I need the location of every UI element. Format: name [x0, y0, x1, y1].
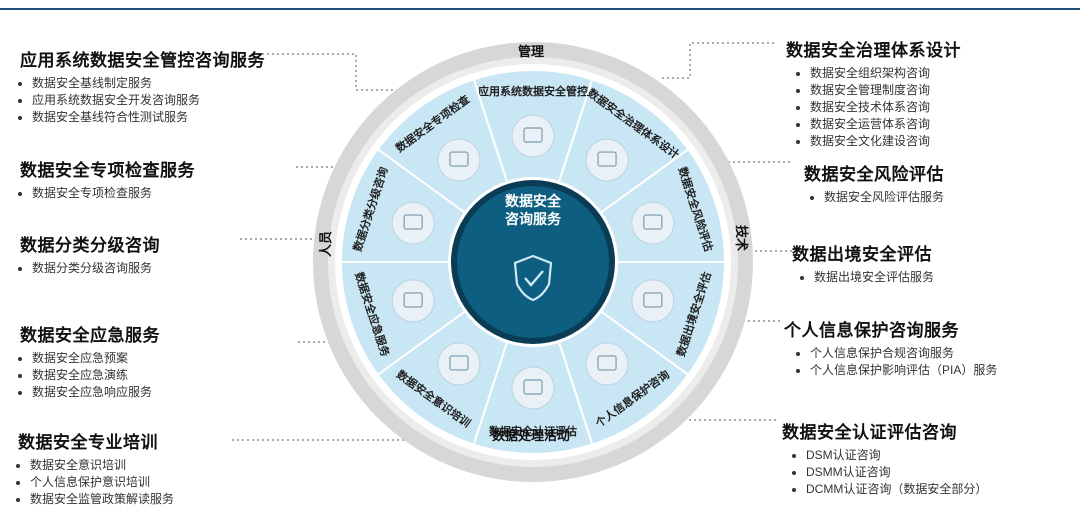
list-item: 个人信息保护影响评估（PIA）服务	[810, 362, 997, 379]
ring-label-top: 管理	[518, 44, 544, 59]
segment-divider	[377, 310, 466, 376]
block-title: 数据安全专业培训	[18, 433, 158, 452]
block-training: 数据安全专业培训 数据安全意识培训 个人信息保护意识培训 数据安全监管政策解读服…	[18, 428, 174, 508]
ring-label-bottom: 数据处理活动	[492, 428, 570, 443]
target-icon	[391, 279, 435, 323]
block-title: 数据出境安全评估	[792, 245, 932, 264]
block-app-data-control: 应用系统数据安全管控咨询服务 数据安全基线制定服务 应用系统数据安全开发咨询服务…	[20, 46, 265, 126]
block-special-inspection: 数据安全专项检查服务 数据安全专项检查服务	[20, 156, 195, 202]
segment-divider	[472, 341, 508, 445]
block-title: 应用系统数据安全管控咨询服务	[20, 51, 265, 70]
list-item: 数据安全基线制定服务	[32, 75, 265, 92]
segment-icon-glyph	[597, 355, 617, 371]
list-item: 数据安全组织架构咨询	[810, 65, 961, 82]
list-item: 个人信息保护意识培训	[30, 474, 174, 491]
segment-icon-glyph	[523, 379, 543, 395]
list-item: DSMM认证咨询	[806, 464, 987, 481]
list-item: 数据安全意识培训	[30, 457, 174, 474]
list-item: DCMM认证咨询（数据安全部分）	[806, 481, 987, 498]
block-personal-info: 个人信息保护咨询服务 个人信息保护合规咨询服务 个人信息保护影响评估（PIA）服…	[784, 316, 997, 379]
segment-ring: 应用系统数据安全管控数据安全治理体系设计数据安全风险评估数据出境安全评估个人信息…	[339, 69, 727, 455]
block-title: 数据安全应急服务	[20, 326, 160, 345]
segment-divider	[600, 148, 689, 214]
center-disc	[457, 186, 609, 338]
face-scan-icon	[585, 342, 629, 386]
gear-network-icon	[585, 138, 629, 182]
list-item: 数据分类分级咨询服务	[32, 260, 160, 277]
list-item: 数据安全风险评估服务	[824, 189, 944, 206]
segment-icon-glyph	[523, 127, 543, 143]
segment-icon-glyph	[643, 292, 663, 308]
list-item: 数据安全监管政策解读服务	[30, 491, 174, 508]
segment-icon-glyph	[403, 292, 423, 308]
ring-label-left: 人员	[318, 231, 333, 257]
segment-divider	[558, 341, 594, 445]
segment-icon-glyph	[449, 151, 469, 167]
list-item: 数据安全技术体系咨询	[810, 99, 961, 116]
header-rule	[0, 8, 1080, 10]
block-title: 个人信息保护咨询服务	[784, 321, 959, 340]
segment-icon-glyph	[597, 151, 617, 167]
block-governance-design: 数据安全治理体系设计 数据安全组织架构咨询 数据安全管理制度咨询 数据安全技术体…	[786, 36, 961, 150]
list-item: 应用系统数据安全开发咨询服务	[32, 92, 265, 109]
block-emergency: 数据安全应急服务 数据安全应急预案 数据安全应急演练 数据安全应急响应服务	[20, 321, 160, 401]
segment-divider	[377, 148, 466, 214]
segment-divider	[558, 79, 594, 183]
list-item: 数据出境安全评估服务	[814, 269, 934, 286]
block-cross-border: 数据出境安全评估 数据出境安全评估服务	[792, 240, 934, 286]
building-icon	[631, 201, 675, 245]
list-item: 数据安全应急演练	[32, 367, 160, 384]
wheel-segment	[376, 78, 509, 215]
ring-label-right: 技术	[734, 225, 749, 251]
list-item: 数据安全基线符合性测试服务	[32, 109, 265, 126]
monitor-icon	[437, 138, 481, 182]
block-title: 数据安全风险评估	[804, 165, 944, 184]
block-title: 数据安全治理体系设计	[786, 41, 961, 60]
block-certification: 数据安全认证评估咨询 DSM认证咨询 DSMM认证咨询 DCMM认证咨询（数据安…	[782, 418, 987, 498]
list-item: 数据安全应急响应服务	[32, 384, 160, 401]
growth-chart-icon	[511, 114, 555, 158]
block-title: 数据安全专项检查服务	[20, 161, 195, 180]
lock-screen-icon	[511, 366, 555, 410]
list-item: DSM认证咨询	[806, 447, 987, 464]
segment-label: 应用系统数据安全管控	[478, 84, 588, 98]
passport-icon	[631, 279, 675, 323]
cloud-lock-icon	[437, 342, 481, 386]
block-risk-assessment: 数据安全风险评估 数据安全风险评估服务	[804, 160, 944, 206]
list-item: 数据安全运营体系咨询	[810, 116, 961, 133]
block-title: 数据分类分级咨询	[20, 236, 160, 255]
segment-label: 数据安全认证评估	[489, 424, 577, 438]
segment-divider	[600, 310, 689, 376]
block-title: 数据安全认证评估咨询	[782, 423, 957, 442]
gear-sync-icon	[391, 201, 435, 245]
center-title-line2: 咨询服务	[505, 211, 562, 227]
shield-check-icon	[513, 254, 553, 302]
segment-icon-glyph	[449, 355, 469, 371]
list-item: 数据安全文化建设咨询	[810, 133, 961, 150]
segment-icon-glyph	[643, 214, 663, 230]
block-classification: 数据分类分级咨询 数据分类分级咨询服务	[20, 231, 160, 277]
list-item: 数据安全管理制度咨询	[810, 82, 961, 99]
center-title-line1: 数据安全	[505, 193, 562, 209]
list-item: 个人信息保护合规咨询服务	[810, 345, 997, 362]
list-item: 数据安全专项检查服务	[32, 185, 195, 202]
segment-icon-glyph	[403, 214, 423, 230]
list-item: 数据安全应急预案	[32, 350, 160, 367]
